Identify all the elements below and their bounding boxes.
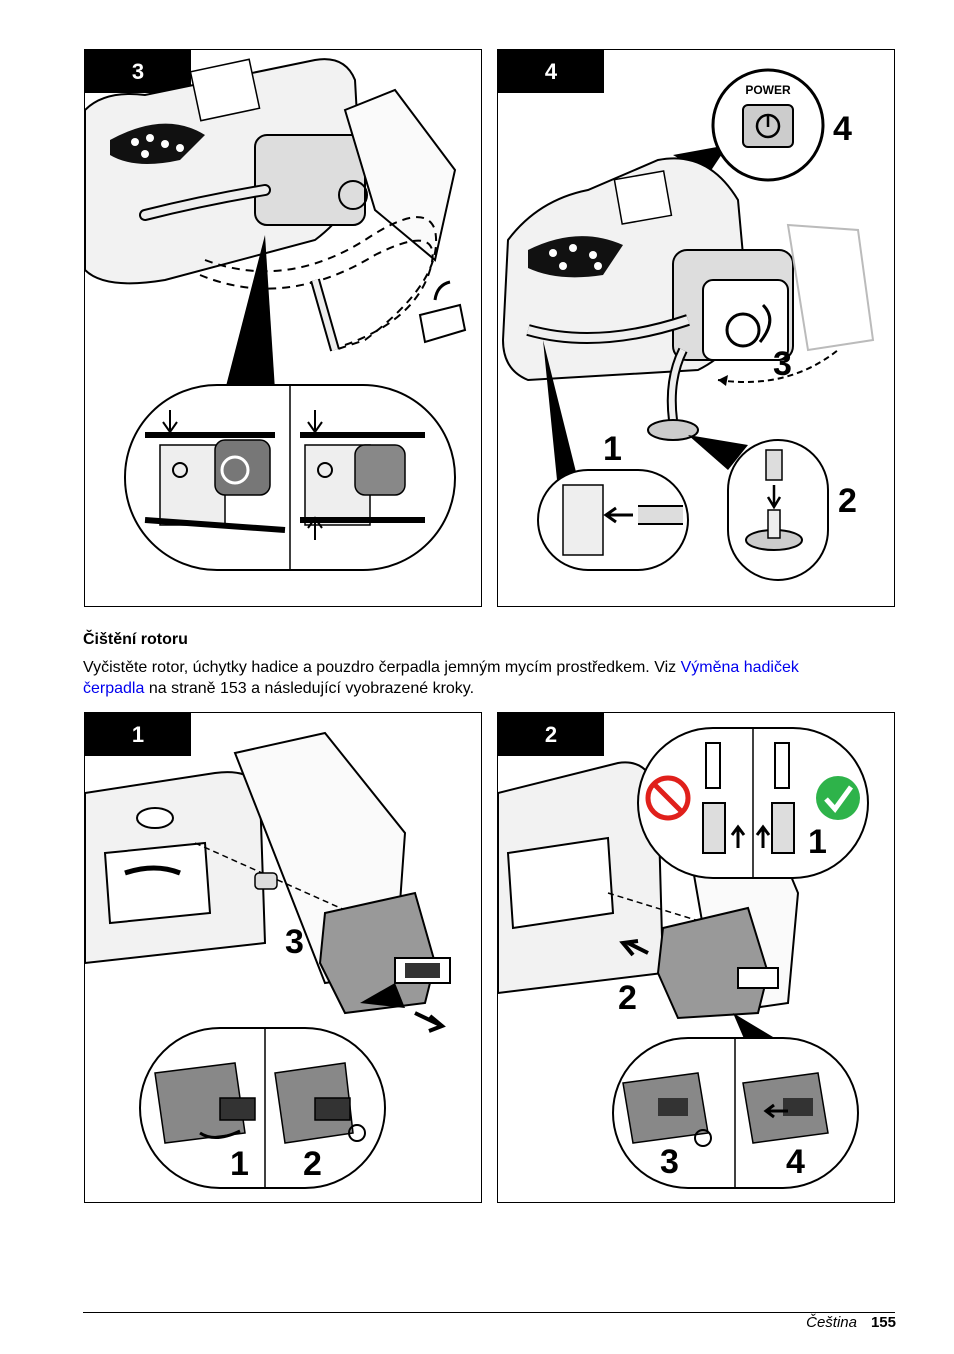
figure-rotor-step-1: 1 3 1 2	[84, 712, 482, 1203]
page-number: 155	[870, 1314, 896, 1331]
callout-1: 1	[230, 1145, 249, 1183]
footer-rule	[83, 1312, 895, 1313]
step-number: 4	[498, 50, 604, 93]
cross-reference-link[interactable]: Výměna hadiček čerpadla	[83, 659, 799, 697]
power-label: POWER	[745, 83, 791, 97]
section-paragraph: Vyčistěte rotor, úchytky hadice a pouzdr…	[83, 657, 863, 699]
callout-4: 4	[786, 1143, 805, 1181]
callout-1: 1	[603, 430, 622, 468]
step-number: 1	[85, 713, 191, 756]
section-heading: Čištění rotoru	[83, 631, 188, 648]
pump-illustration	[85, 58, 467, 571]
figure-step-4: 4 POWER 4 3 1 2	[497, 49, 895, 607]
figure-step-3: 3	[84, 49, 482, 607]
rotor-illustration: 3 1 2	[85, 731, 451, 1189]
paragraph-text-start: Vyčistěte rotor, úchytky hadice a pouzdr…	[83, 659, 681, 676]
pump-illustration: POWER 4 3 1 2	[501, 68, 875, 581]
paragraph-text-end: na straně 153 a následující vyobrazené k…	[144, 680, 475, 697]
page-footer: Čeština 155	[806, 1314, 896, 1332]
callout-2: 2	[618, 979, 637, 1017]
step-number: 3	[85, 50, 191, 93]
callout-3: 3	[285, 923, 304, 961]
step-number: 2	[498, 713, 604, 756]
callout-2: 2	[838, 482, 857, 520]
callout-3: 3	[660, 1143, 679, 1181]
footer-language: Čeština	[806, 1314, 857, 1331]
callout-1: 1	[808, 823, 827, 861]
prohibited-icon	[645, 775, 691, 821]
rotor-illustration: 2 1 3 4	[498, 727, 869, 1189]
callout-3: 3	[773, 345, 792, 383]
check-icon	[816, 776, 860, 820]
figure-rotor-step-2: 2 2 1 3 4	[497, 712, 895, 1203]
callout-2: 2	[303, 1145, 322, 1183]
callout-4: 4	[833, 110, 852, 148]
